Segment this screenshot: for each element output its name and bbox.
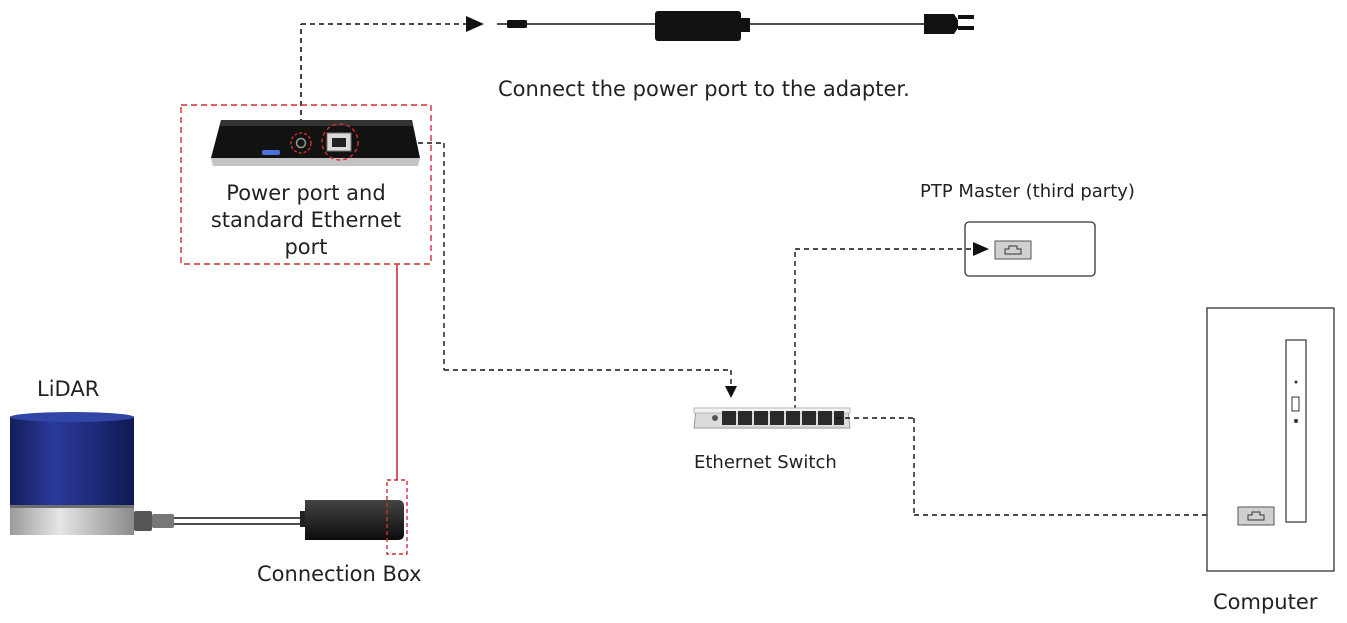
arrowhead-ptp <box>973 242 989 256</box>
arrowhead-switch <box>725 386 737 398</box>
computer-label: Computer <box>1213 590 1318 614</box>
switch-label: Ethernet Switch <box>694 452 837 473</box>
port-caption-line2: standard Ethernet <box>210 208 402 232</box>
computer-cable-link <box>836 417 1213 516</box>
power-adapter-icon <box>497 11 974 41</box>
arrowhead-adapter <box>466 16 484 32</box>
power-port-icon <box>290 132 312 154</box>
computer-tower-icon <box>1206 307 1335 572</box>
ptp-master-label: PTP Master (third party) <box>920 181 1135 202</box>
ptp-cable-link <box>794 248 975 410</box>
ethernet-port-icon <box>321 123 359 161</box>
power-cable-link <box>300 23 468 133</box>
port-caption: Power port and standard Ethernet port <box>190 180 422 261</box>
network-switch-icon <box>693 407 851 429</box>
port-caption-line1: Power port and <box>226 181 386 205</box>
port-caption-line3: port <box>284 235 328 259</box>
ptp-master-device <box>964 221 1096 277</box>
connection-box-label: Connection Box <box>257 562 422 586</box>
lidar-label: LiDAR <box>37 377 100 401</box>
power-caption: Connect the power port to the adapter. <box>498 77 910 101</box>
lidar-sensor-icon <box>10 412 302 535</box>
interface-module-icon <box>211 120 420 166</box>
box-port-highlight <box>386 479 408 555</box>
ethernet-cable-link <box>364 142 732 388</box>
port-highlight-box <box>180 104 432 265</box>
connection-box-icon <box>300 500 404 540</box>
